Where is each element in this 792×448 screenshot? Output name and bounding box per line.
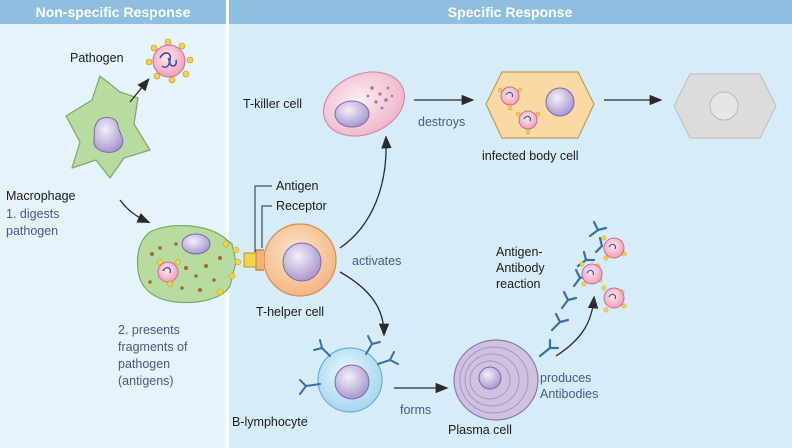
receptor-pointer (261, 205, 272, 248)
receptor-icon (255, 249, 264, 271)
presents-label-1: 2. presents (118, 323, 180, 337)
reaction-label-2: Antibody (496, 261, 545, 275)
presents-label-2: fragments of (118, 340, 188, 354)
infected-label: infected body cell (482, 149, 579, 163)
t-killer-label: T-killer cell (243, 97, 302, 111)
antigen-marker-icon (243, 252, 257, 268)
reaction-label-1: Antigen- (496, 245, 543, 259)
macrophage-label: Macrophage (6, 189, 76, 203)
destroyed-cell (673, 73, 777, 139)
antigen-pointer (254, 185, 272, 252)
pathogen-label: Pathogen (70, 51, 124, 65)
right-header: Specific Response (448, 4, 573, 20)
arrow-to-pathogen (129, 77, 150, 103)
t-helper-cell (243, 223, 337, 297)
t-helper-label: T-helper cell (256, 305, 324, 319)
produces-label-1: produces (540, 371, 591, 385)
arrow-macrophage-down (119, 199, 151, 224)
digests-label-2: pathogen (6, 224, 58, 238)
produces-label-2: Antibodies (540, 387, 598, 401)
macrophage-cell-top (65, 75, 151, 179)
right-header-bar (229, 0, 792, 24)
reaction-pathogen-1 (601, 235, 627, 261)
arrow-to-killer (339, 135, 392, 249)
antigen-label: Antigen (276, 179, 318, 193)
plasma-label: Plasma cell (448, 423, 512, 437)
reaction-label-3: reaction (496, 277, 541, 291)
reaction-pathogen-2 (579, 261, 603, 287)
plasma-cell (453, 339, 539, 421)
activates-label: activates (352, 254, 401, 268)
b-lymphocyte-cell (299, 335, 399, 413)
macrophage-cell-bottom (136, 225, 242, 304)
left-header-bar (0, 0, 226, 24)
b-lymphocyte-label: B-lymphocyte (232, 415, 308, 429)
pathogen-icon (145, 38, 194, 84)
arrow-produces (555, 295, 599, 357)
reaction-pathogen-3 (601, 285, 627, 313)
left-header: Non-specific Response (36, 4, 191, 20)
presents-label-3: pathogen (118, 357, 170, 371)
presents-label-4: (antigens) (118, 374, 174, 388)
receptor-label: Receptor (276, 199, 327, 213)
t-killer-cell (322, 71, 406, 137)
arrow-to-b-cell (339, 271, 390, 337)
forms-label: forms (400, 403, 431, 417)
infected-body-cell (485, 71, 595, 139)
digests-label-1: 1. digests (6, 207, 60, 221)
destroys-label: destroys (418, 115, 465, 129)
